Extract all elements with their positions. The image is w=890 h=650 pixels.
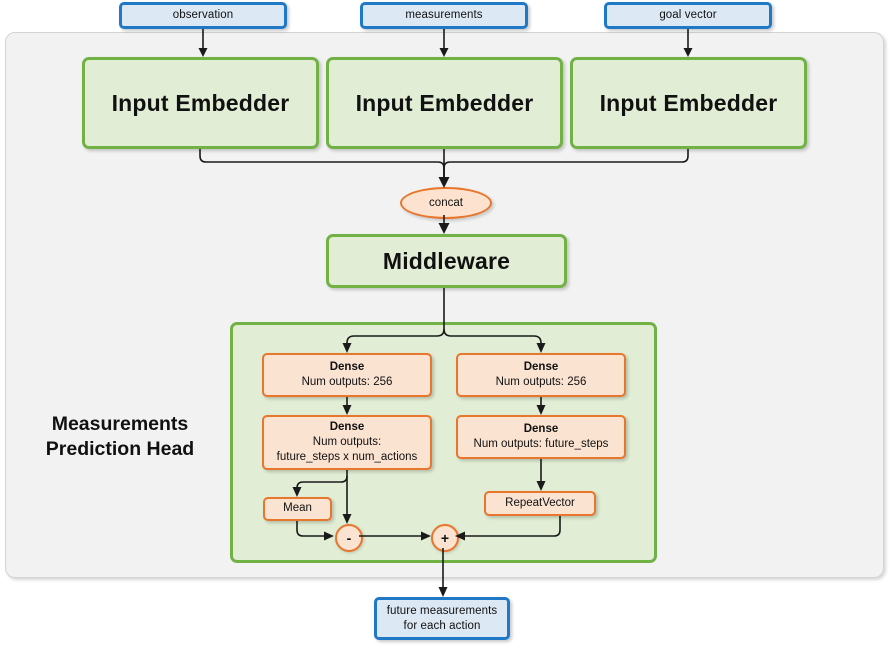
subtract-operator-label: - (346, 530, 352, 546)
repeat-vector-block[interactable]: RepeatVector (484, 491, 596, 516)
mean-label: Mean (283, 502, 312, 515)
prediction-head-title: Measurements Prediction Head (20, 412, 220, 462)
input-embedder-1[interactable]: Input Embedder (82, 57, 319, 149)
input-embedder-2[interactable]: Input Embedder (326, 57, 563, 149)
input-label: goal vector (659, 9, 717, 22)
dense-left-2[interactable]: Dense Num outputs: future_steps x num_ac… (262, 415, 432, 470)
dense-right-2[interactable]: Dense Num outputs: future_steps (456, 415, 626, 459)
dense-right-2-title: Dense (523, 422, 559, 435)
input-label: measurements (405, 9, 483, 22)
output-label-line2: for each action (403, 619, 481, 632)
input-embedder-label: Input Embedder (111, 89, 290, 116)
middleware-block[interactable]: Middleware (326, 234, 567, 288)
output-label-line1: future measurements (386, 605, 498, 618)
output-box-future-measurements[interactable]: future measurements for each action (374, 597, 510, 640)
dense-right-1-outputs: Num outputs: 256 (495, 376, 587, 388)
prediction-head-title-line1: Measurements (51, 413, 189, 435)
dense-left-1[interactable]: Dense Num outputs: 256 (262, 353, 432, 397)
repeat-vector-label: RepeatVector (505, 496, 575, 509)
add-operator[interactable]: + (431, 524, 459, 552)
dense-left-2-title: Dense (329, 420, 365, 433)
dense-left-2-outputs-line2: future_steps x num_actions (276, 451, 418, 464)
arrowhead (438, 587, 448, 597)
input-box-observation[interactable]: observation (119, 2, 287, 29)
add-operator-label: + (440, 530, 450, 546)
concat-label: concat (429, 197, 463, 209)
dense-right-1[interactable]: Dense Num outputs: 256 (456, 353, 626, 397)
dense-left-2-outputs-line1: Num outputs: (312, 435, 382, 448)
input-embedder-label: Input Embedder (599, 89, 778, 116)
input-label: observation (172, 9, 234, 22)
dense-left-1-outputs: Num outputs: 256 (301, 376, 393, 388)
prediction-head-title-line2: Prediction Head (45, 437, 195, 460)
subtract-operator[interactable]: - (335, 524, 363, 552)
dense-left-1-title: Dense (329, 360, 365, 373)
input-embedder-label: Input Embedder (355, 89, 534, 116)
mean-block[interactable]: Mean (263, 497, 332, 521)
input-embedder-3[interactable]: Input Embedder (570, 57, 807, 149)
concat-node[interactable]: concat (400, 187, 492, 219)
dense-right-2-outputs: Num outputs: future_steps (473, 438, 609, 450)
input-box-measurements[interactable]: measurements (360, 2, 528, 29)
middleware-label: Middleware (382, 247, 511, 274)
input-box-goal-vector[interactable]: goal vector (604, 2, 772, 29)
dense-right-1-title: Dense (523, 360, 559, 373)
